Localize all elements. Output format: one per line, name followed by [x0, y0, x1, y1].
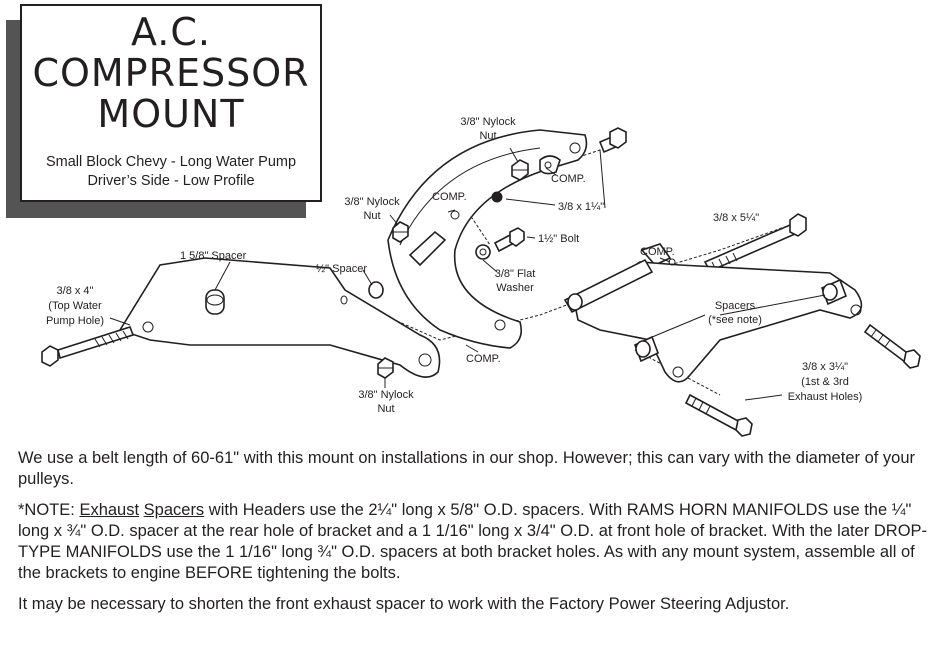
- nylock-bottom-label-2: Nut: [377, 403, 394, 415]
- spacer-158-shape: [205, 289, 225, 315]
- bolt-38x4-label-2: (Top Water: [48, 300, 102, 312]
- bolt-114-label: 3/8 x 1¼": [558, 201, 604, 213]
- nylock-nut-bottom-shape: [377, 357, 394, 379]
- bolt-38x4-label-1: 3/8 x 4": [57, 285, 94, 297]
- title-line-3: MOUNT: [97, 92, 245, 136]
- bolt-38x4-label-3: Pump Hole): [46, 315, 104, 327]
- bolts: [41, 127, 921, 437]
- note-rest: with Headers use the 2¼" long x 5/8" O.D…: [18, 501, 928, 582]
- bolt-half-shape: [493, 227, 525, 253]
- nylock-top-label-1: 3/8" Nylock: [460, 116, 516, 128]
- nylock-nut-left-shape: [392, 221, 409, 243]
- arm-bracket: [387, 129, 588, 349]
- notes: We use a belt length of 60-61" with this…: [18, 448, 933, 625]
- bolt-114-shape: [598, 127, 627, 154]
- title-line-1: A.C.: [130, 10, 212, 54]
- nylock-top-label-2: Nut: [479, 130, 496, 142]
- nylock-bottom-label-1: 3/8" Nylock: [358, 389, 414, 401]
- bolt-114-head-shape: [491, 191, 503, 203]
- mount-diagram: 3/8" Nylock Nut COMP. 3/8 x 1¼" 3/8" Nyl…: [41, 116, 921, 437]
- exhaust-spacer-rear-shape: [820, 278, 848, 306]
- flat-washer-label-1: 3/8" Flat: [495, 268, 536, 280]
- title-box: A.C. COMPRESSOR MOUNT Small Block Chevy …: [20, 4, 322, 202]
- note-prefix: *NOTE:: [18, 501, 80, 519]
- comp-bottom-label: COMP.: [466, 353, 501, 365]
- flat-washer-shape: [475, 244, 491, 260]
- shorten-note: It may be necessary to shorten the front…: [18, 595, 790, 613]
- subtitle-line-1: Small Block Chevy - Long Water Pump: [45, 154, 297, 170]
- exhaust-spacer-front-shape: [633, 335, 660, 363]
- bolt-514-label: 3/8 x 5¼": [713, 212, 759, 224]
- spacers-label-1: Spacers: [715, 300, 756, 312]
- comp-right-label: COMP.: [640, 246, 675, 258]
- spacer-half-shape: [368, 281, 384, 299]
- bolt-38x4-shape: [41, 326, 135, 367]
- callout-labels: 3/8" Nylock Nut COMP. 3/8 x 1¼" 3/8" Nyl…: [46, 116, 862, 415]
- bolt-314-label-1: 3/8 x 3¼": [802, 361, 848, 373]
- spacer-158-label: 1 5/8" Spacer: [180, 250, 247, 262]
- bolt-314-label-2: (1st & 3rd: [801, 376, 849, 388]
- note-underline-spacers: Spacers: [143, 501, 205, 519]
- flat-washer-label-2: Washer: [496, 282, 534, 294]
- nylock-nuts: [377, 159, 529, 379]
- bolt-314-front-shape: [684, 393, 753, 437]
- bolt-514-shape: [703, 213, 807, 273]
- spacer-note: *NOTE: Exhaust Spacers with Headers use …: [18, 500, 933, 584]
- nylock-nut-top-shape: [511, 159, 529, 181]
- bolt-314-rear-shape: [863, 323, 921, 369]
- comp-mid-label: COMP.: [432, 191, 467, 203]
- subtitle-line-2: Driver’s Side - Low Profile: [87, 173, 255, 189]
- spacer-half-label: ½" Spacer: [316, 263, 367, 275]
- belt-note: We use a belt length of 60-61" with this…: [18, 449, 916, 488]
- comp-top-label: COMP.: [551, 173, 586, 185]
- leader-lines: [109, 147, 826, 401]
- bolt-314-label-3: Exhaust Holes): [788, 391, 863, 403]
- nylock-left-label-2: Nut: [363, 210, 380, 222]
- title-line-2: COMPRESSOR: [32, 51, 310, 95]
- left-bracket: [118, 257, 441, 378]
- right-bracket: [563, 243, 863, 383]
- nylock-left-label-1: 3/8" Nylock: [344, 196, 400, 208]
- spacers-label-2: (*see note): [708, 314, 762, 326]
- bolt-half-label: 1½" Bolt: [538, 233, 579, 245]
- note-underline-exhaust: Exhaust: [79, 501, 140, 519]
